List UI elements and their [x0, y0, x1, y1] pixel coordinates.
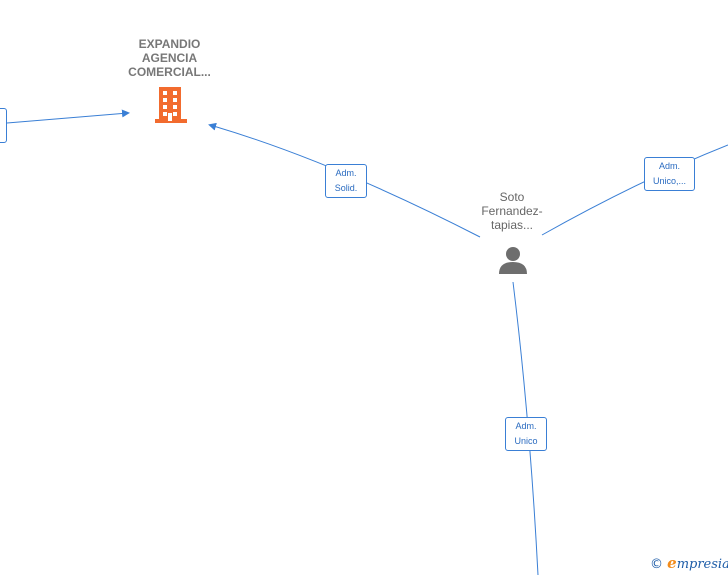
offscreen-node-left[interactable] — [0, 108, 7, 143]
copyright-icon: © — [650, 557, 663, 572]
person-name-line: tapias... — [490, 218, 534, 232]
company-name-line: AGENCIA — [141, 51, 198, 65]
edge-label-line: Solid. — [334, 183, 358, 193]
person-name-line: Fernandez- — [481, 204, 543, 218]
edge-left-to-company — [6, 109, 130, 124]
edge-label-adm-unico-top[interactable]: Adm. Unico,... — [644, 157, 695, 191]
building-icon[interactable] — [155, 87, 187, 123]
person-name-line: Soto — [499, 190, 525, 204]
company-name-line: COMERCIAL... — [128, 65, 211, 79]
edge-label-line: Unico,... — [652, 176, 686, 186]
edge-label-adm-unico-bottom[interactable]: Adm. Unico — [505, 417, 547, 451]
edge-person-to-top-right — [541, 144, 728, 236]
brand-name: mpresia — [676, 557, 728, 572]
edge-label-line: Unico — [514, 436, 538, 446]
company-name-line: EXPANDIO — [138, 37, 201, 51]
person-icon[interactable] — [497, 246, 529, 274]
edge-label-line: Adm. — [335, 168, 357, 178]
edge-label-adm-solid[interactable]: Adm. Solid. — [325, 164, 367, 198]
brand-initial: e — [667, 554, 677, 572]
person-name[interactable]: Soto Fernandez- tapias... — [462, 190, 562, 232]
edge-label-line: Adm. — [658, 161, 680, 171]
empresia-watermark: © empresia — [650, 554, 728, 572]
edge-label-line: Adm. — [515, 421, 537, 431]
company-name[interactable]: EXPANDIO AGENCIA COMERCIAL... — [112, 37, 227, 79]
